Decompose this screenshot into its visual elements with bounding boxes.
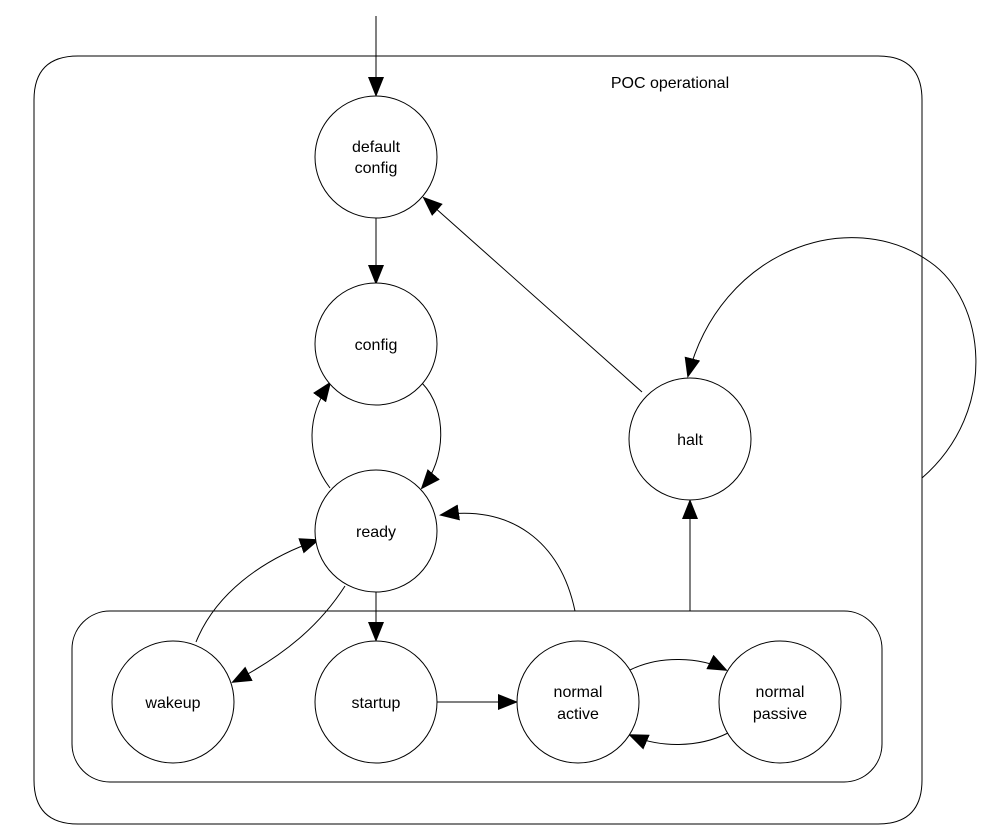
state-wakeup-label: wakeup — [144, 695, 200, 712]
normal-passive-to-normal-active-arrow — [628, 732, 729, 750]
inner-container-to-ready-arrow — [439, 504, 576, 612]
state-default-config-line2: config — [355, 160, 398, 177]
state-normal-passive: normal passive — [718, 640, 842, 764]
state-startup-label: startup — [352, 695, 401, 712]
state-config-label: config — [355, 337, 398, 354]
wakeup-to-ready-arrow — [195, 538, 320, 643]
state-default-config: default config — [314, 95, 438, 219]
ready-to-config-arrow — [311, 381, 332, 489]
state-normal-active-line2: active — [557, 706, 599, 723]
state-normal-active: normal active — [516, 640, 640, 764]
poc-operational-container — [33, 55, 923, 825]
state-halt: halt — [628, 377, 752, 501]
poc-operational-label: POC operational — [611, 75, 729, 92]
state-wakeup: wakeup — [111, 640, 235, 764]
state-default-config-line1: default — [352, 139, 401, 156]
state-ready-label: ready — [356, 524, 396, 541]
state-normal-passive-line1: normal — [756, 684, 805, 701]
inner-states-container — [71, 610, 883, 783]
state-ready: ready — [314, 469, 438, 593]
state-startup: startup — [314, 640, 438, 764]
halt-self-loop-arrow — [684, 237, 977, 479]
ready-to-wakeup-arrow — [231, 585, 346, 683]
state-config: config — [314, 282, 438, 406]
normal-active-to-normal-passive-arrow — [629, 654, 728, 671]
halt-to-default-config-arrow — [422, 196, 643, 393]
state-normal-active-line1: normal — [554, 684, 603, 701]
state-normal-passive-line2: passive — [753, 706, 807, 723]
state-halt-label: halt — [677, 432, 703, 449]
config-to-ready-arrow — [420, 382, 442, 490]
